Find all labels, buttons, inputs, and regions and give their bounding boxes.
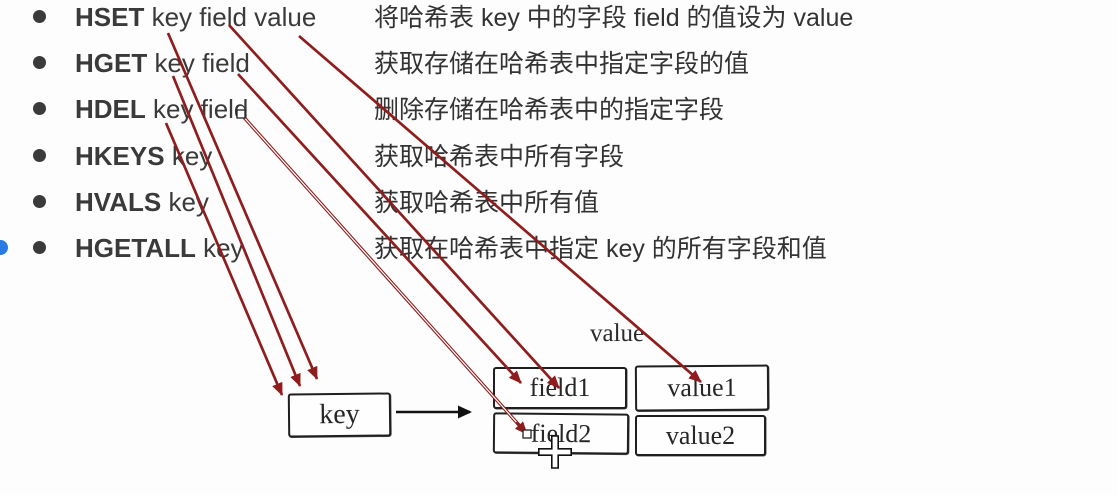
command-row: HSET key field value 将哈希表 key 中的字段 field… bbox=[0, 1, 1117, 33]
command-name: HVALS bbox=[75, 187, 162, 217]
command-description: 获取哈希表中所有值 bbox=[374, 189, 600, 217]
command-name: HGETALL bbox=[75, 233, 196, 263]
command-description: 将哈希表 key 中的字段 field 的值设为 value bbox=[374, 4, 854, 32]
command-args: key bbox=[203, 233, 244, 263]
command-description: 获取存储在哈希表中指定字段的值 bbox=[374, 50, 750, 78]
value1-box: value1 bbox=[634, 364, 770, 412]
command-name: HDEL bbox=[75, 94, 146, 124]
command-name: HSET bbox=[75, 2, 145, 32]
command-row: HGETALL key 获取在哈希表中指定 key 的所有字段和值 bbox=[0, 232, 1117, 264]
command-description: 获取在哈希表中指定 key 的所有字段和值 bbox=[374, 235, 827, 263]
value-column-label: value bbox=[590, 320, 645, 347]
command-row: HVALS key 获取哈希表中所有值 bbox=[0, 186, 1117, 218]
command-args: key field bbox=[153, 94, 249, 124]
command-row: HGET key field 获取存储在哈希表中指定字段的值 bbox=[0, 47, 1117, 79]
command-name: HKEYS bbox=[75, 141, 165, 171]
command-row: HKEYS key 获取哈希表中所有字段 bbox=[0, 140, 1117, 172]
command-args: key bbox=[171, 141, 213, 171]
command-description: 删除存储在哈希表中的指定字段 bbox=[374, 96, 725, 124]
command-row: HDEL key field 删除存储在哈希表中的指定字段 bbox=[0, 93, 1117, 125]
crosshair-cursor bbox=[538, 435, 572, 469]
bullet-icon bbox=[33, 241, 46, 254]
command-args: key field value bbox=[151, 2, 317, 32]
bullet-icon bbox=[33, 149, 46, 162]
bullet-icon bbox=[33, 195, 46, 208]
blue-edge-dot bbox=[0, 240, 8, 255]
key-box: key bbox=[287, 392, 392, 438]
command-args: key bbox=[168, 187, 209, 217]
bullet-icon bbox=[33, 10, 46, 23]
bullet-icon bbox=[33, 56, 46, 69]
command-args: key field bbox=[154, 48, 250, 78]
value2-box: value2 bbox=[635, 415, 766, 456]
command-name: HGET bbox=[75, 48, 148, 78]
bullet-icon bbox=[33, 102, 46, 115]
field1-box: field1 bbox=[493, 367, 627, 409]
command-description: 获取哈希表中所有字段 bbox=[374, 143, 625, 171]
